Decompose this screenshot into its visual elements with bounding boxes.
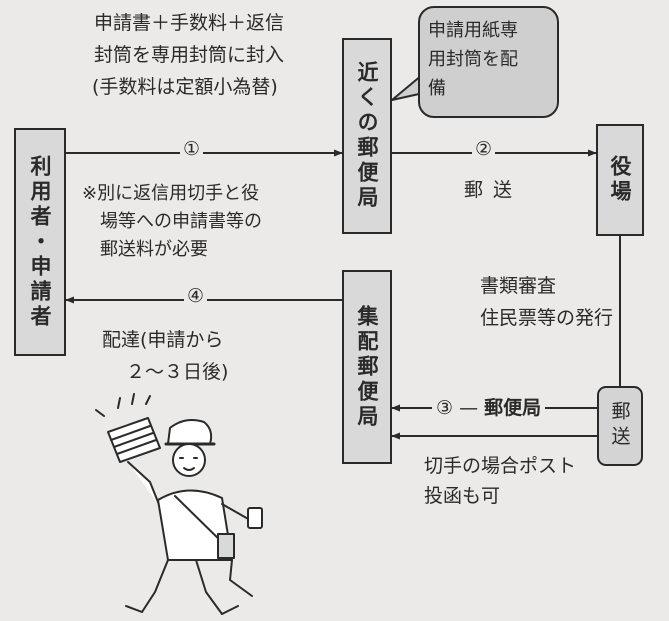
step-4-marker: ④ — [184, 285, 208, 307]
stamp-note-line-2: 投函も可 — [424, 485, 501, 507]
mail-label: 郵 送 — [464, 179, 515, 201]
delivery-line-2: ２～３日後) — [126, 361, 229, 383]
speech-bubble: 申請用紙専 用封筒を配 備 — [418, 6, 559, 118]
step-3-row: ③ — 郵便局 — [432, 394, 546, 422]
step-2-marker: ② — [472, 138, 496, 160]
note-line-2: 場等への申請書等の — [100, 211, 262, 232]
near-post-office-box: 近くの郵便局 — [342, 38, 392, 234]
step-3-dash: — — [459, 397, 479, 419]
review-line-1: 書類審査 — [480, 275, 557, 297]
bubble-line-2: 用封筒を配 — [428, 49, 518, 70]
note-line-3: 郵送料が必要 — [100, 239, 208, 260]
mail-chip: 郵送 — [597, 386, 643, 466]
near-post-office-label: 近くの郵便局 — [355, 61, 379, 211]
collect-post-office-label: 集配郵便局 — [355, 304, 379, 430]
delivery-line-1: 配達(申請から — [102, 329, 224, 351]
step-3-label: 郵便局 — [484, 397, 542, 419]
review-line-2: 住民票等の発行 — [480, 307, 614, 329]
town-office-box: 役場 — [596, 124, 644, 236]
envelope-icon — [95, 393, 161, 463]
step-1-marker: ① — [180, 138, 204, 160]
user-box: 利用者・申請者 — [14, 128, 66, 356]
bubble-line-1: 申請用紙専 — [428, 20, 518, 41]
collect-post-office-box: 集配郵便局 — [342, 270, 392, 464]
bubble-line-3: 備 — [428, 78, 446, 99]
mail-chip-label: 郵送 — [608, 401, 631, 451]
top-note-line-1: 申請書＋手数料＋返信 — [94, 12, 285, 34]
top-note-line-3: (手数料は定額小為替) — [92, 76, 278, 98]
postman-illustration — [95, 393, 263, 615]
top-note-line-2: 封筒を専用封筒に封入 — [94, 44, 285, 66]
user-label: 利用者・申請者 — [28, 154, 52, 330]
stamp-note-line-1: 切手の場合ポスト — [424, 455, 577, 477]
town-office-label: 役場 — [608, 155, 632, 205]
step-3-marker: ③ — [436, 397, 454, 419]
note-line-1: ※別に返信用切手と役 — [82, 183, 260, 204]
